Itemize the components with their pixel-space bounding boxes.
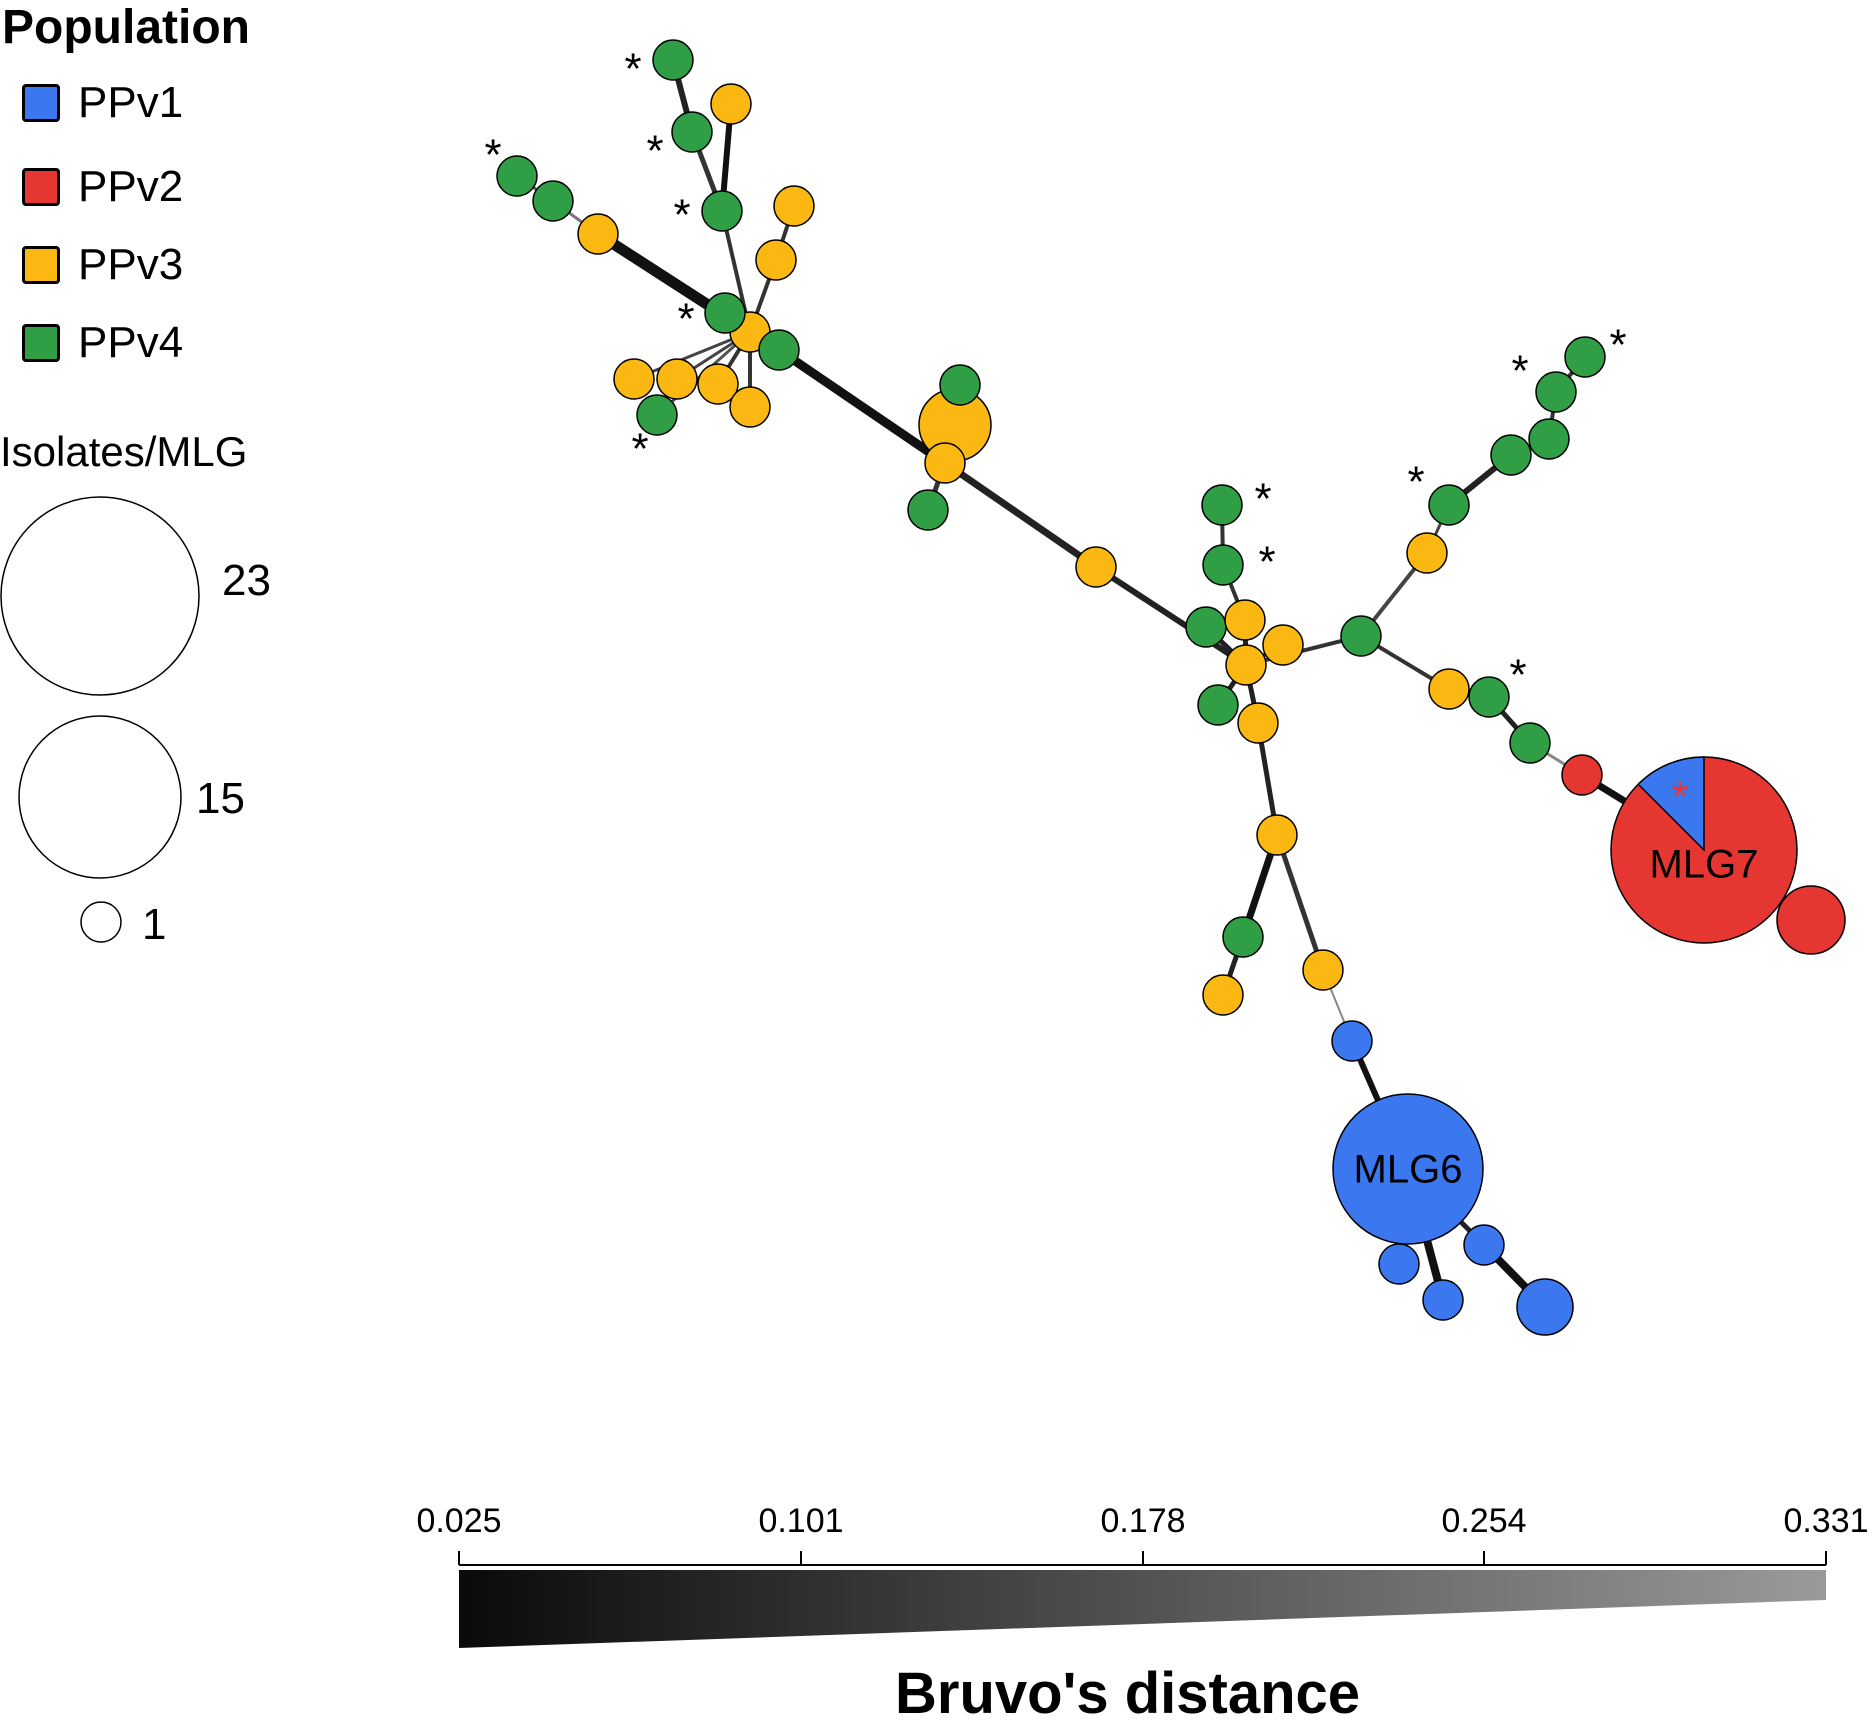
network-node — [1463, 1224, 1505, 1266]
legend-swatch-ppv1 — [22, 84, 60, 122]
network-node — [1509, 722, 1551, 764]
network-node — [1225, 644, 1267, 686]
legend-item-ppv1: PPv1 — [22, 78, 183, 128]
legend-item-ppv3: PPv3 — [22, 240, 183, 290]
network-edge — [1093, 564, 1249, 668]
legend-item-ppv2: PPv2 — [22, 162, 183, 212]
asterisk-mark: * — [1609, 321, 1626, 370]
size-legend-title: Isolates/MLG — [0, 428, 248, 475]
network-node — [697, 363, 739, 405]
distance-gradient — [459, 1570, 1826, 1648]
network-node — [907, 489, 949, 531]
legend-swatch-ppv3 — [22, 246, 60, 284]
asterisk-mark: * — [1509, 651, 1526, 700]
network-node — [729, 386, 771, 428]
network-node — [924, 442, 966, 484]
network-node — [652, 39, 694, 81]
network-node — [1331, 1020, 1373, 1062]
legend-label-ppv3: PPv3 — [78, 240, 184, 289]
network-node — [710, 83, 752, 125]
network-node — [1535, 371, 1577, 413]
asterisk-mark: * — [677, 295, 694, 344]
network-node — [1075, 546, 1117, 588]
network-node — [1185, 606, 1227, 648]
legend-title: Population — [2, 1, 250, 54]
legend-swatch-ppv4 — [22, 324, 60, 362]
size-legend-label-1: 1 — [142, 900, 167, 949]
asterisk-mark: * — [1254, 475, 1271, 524]
legend-label-ppv1: PPv1 — [78, 78, 184, 127]
legend-item-ppv4: PPv4 — [22, 318, 183, 368]
network-node — [1468, 676, 1510, 718]
network-node — [773, 185, 815, 227]
network-node — [755, 239, 797, 281]
network-node — [1490, 434, 1532, 476]
legend-label-ppv4: PPv4 — [78, 318, 184, 367]
network-node — [1428, 484, 1470, 526]
network-edge — [774, 345, 950, 468]
legend-swatch-ppv2 — [22, 168, 60, 206]
size-legend-circle-1 — [80, 901, 122, 943]
network-node — [1224, 599, 1266, 641]
network-edge — [1274, 832, 1326, 973]
asterisk-mark: * — [1258, 538, 1275, 587]
asterisk-mark: * — [484, 131, 501, 180]
network-node — [1378, 1243, 1420, 1285]
network-node — [1776, 885, 1846, 955]
network-node — [1197, 684, 1239, 726]
asterisk-mark: * — [646, 127, 663, 176]
network-node — [1406, 532, 1448, 574]
network-node — [1332, 1093, 1484, 1245]
network-node — [656, 358, 698, 400]
network-node — [1202, 544, 1244, 586]
network-node — [1340, 615, 1382, 657]
scale-tick-label: 0.331 — [1783, 1502, 1869, 1540]
mlg6-label: MLG6 — [1354, 1148, 1463, 1192]
asterisk-mark: * — [624, 45, 641, 94]
network-node — [1256, 814, 1298, 856]
network-node — [496, 155, 538, 197]
network-node — [613, 358, 655, 400]
size-legend-label-23: 23 — [222, 556, 271, 605]
asterisk-mark: * — [1511, 347, 1528, 396]
network-node — [704, 292, 746, 334]
size-legend-label-15: 15 — [196, 774, 245, 823]
network-node — [577, 213, 619, 255]
network-edge — [941, 459, 1100, 571]
network-node — [1202, 974, 1244, 1016]
legend-label-ppv2: PPv2 — [78, 162, 184, 211]
asterisk-mark: * — [631, 425, 648, 474]
network-node — [1262, 624, 1304, 666]
network-node — [1222, 916, 1264, 958]
network-node — [1201, 484, 1243, 526]
size-legend-circle-15 — [18, 715, 182, 879]
network-node — [1528, 418, 1570, 460]
network-node — [532, 180, 574, 222]
mlg7-label: MLG7 — [1650, 843, 1759, 887]
network-node — [701, 190, 743, 232]
size-legend-circle-23 — [0, 496, 200, 696]
scale-tick-label: 0.025 — [416, 1502, 502, 1540]
scale-tick-label: 0.178 — [1100, 1502, 1186, 1540]
network-node — [1237, 702, 1279, 744]
asterisk-mark: * — [1671, 773, 1688, 822]
network-node — [1422, 1279, 1464, 1321]
network-node — [1561, 754, 1603, 796]
network-node — [671, 111, 713, 153]
scale-title: Bruvo's distance — [895, 1661, 1361, 1726]
network-node — [939, 364, 981, 406]
network-edge — [632, 330, 752, 381]
scale-tick-label: 0.101 — [758, 1502, 844, 1540]
asterisk-mark: * — [1407, 458, 1424, 507]
network-node — [1302, 949, 1344, 991]
network-node-mlg7-wedge — [1637, 756, 1705, 852]
network-node — [1564, 336, 1606, 378]
network-node — [636, 394, 678, 436]
network-node — [758, 329, 800, 371]
network-node — [1516, 1278, 1574, 1336]
scale-tick-label: 0.254 — [1441, 1502, 1527, 1540]
network-node — [1428, 668, 1470, 710]
asterisk-mark: * — [673, 191, 690, 240]
